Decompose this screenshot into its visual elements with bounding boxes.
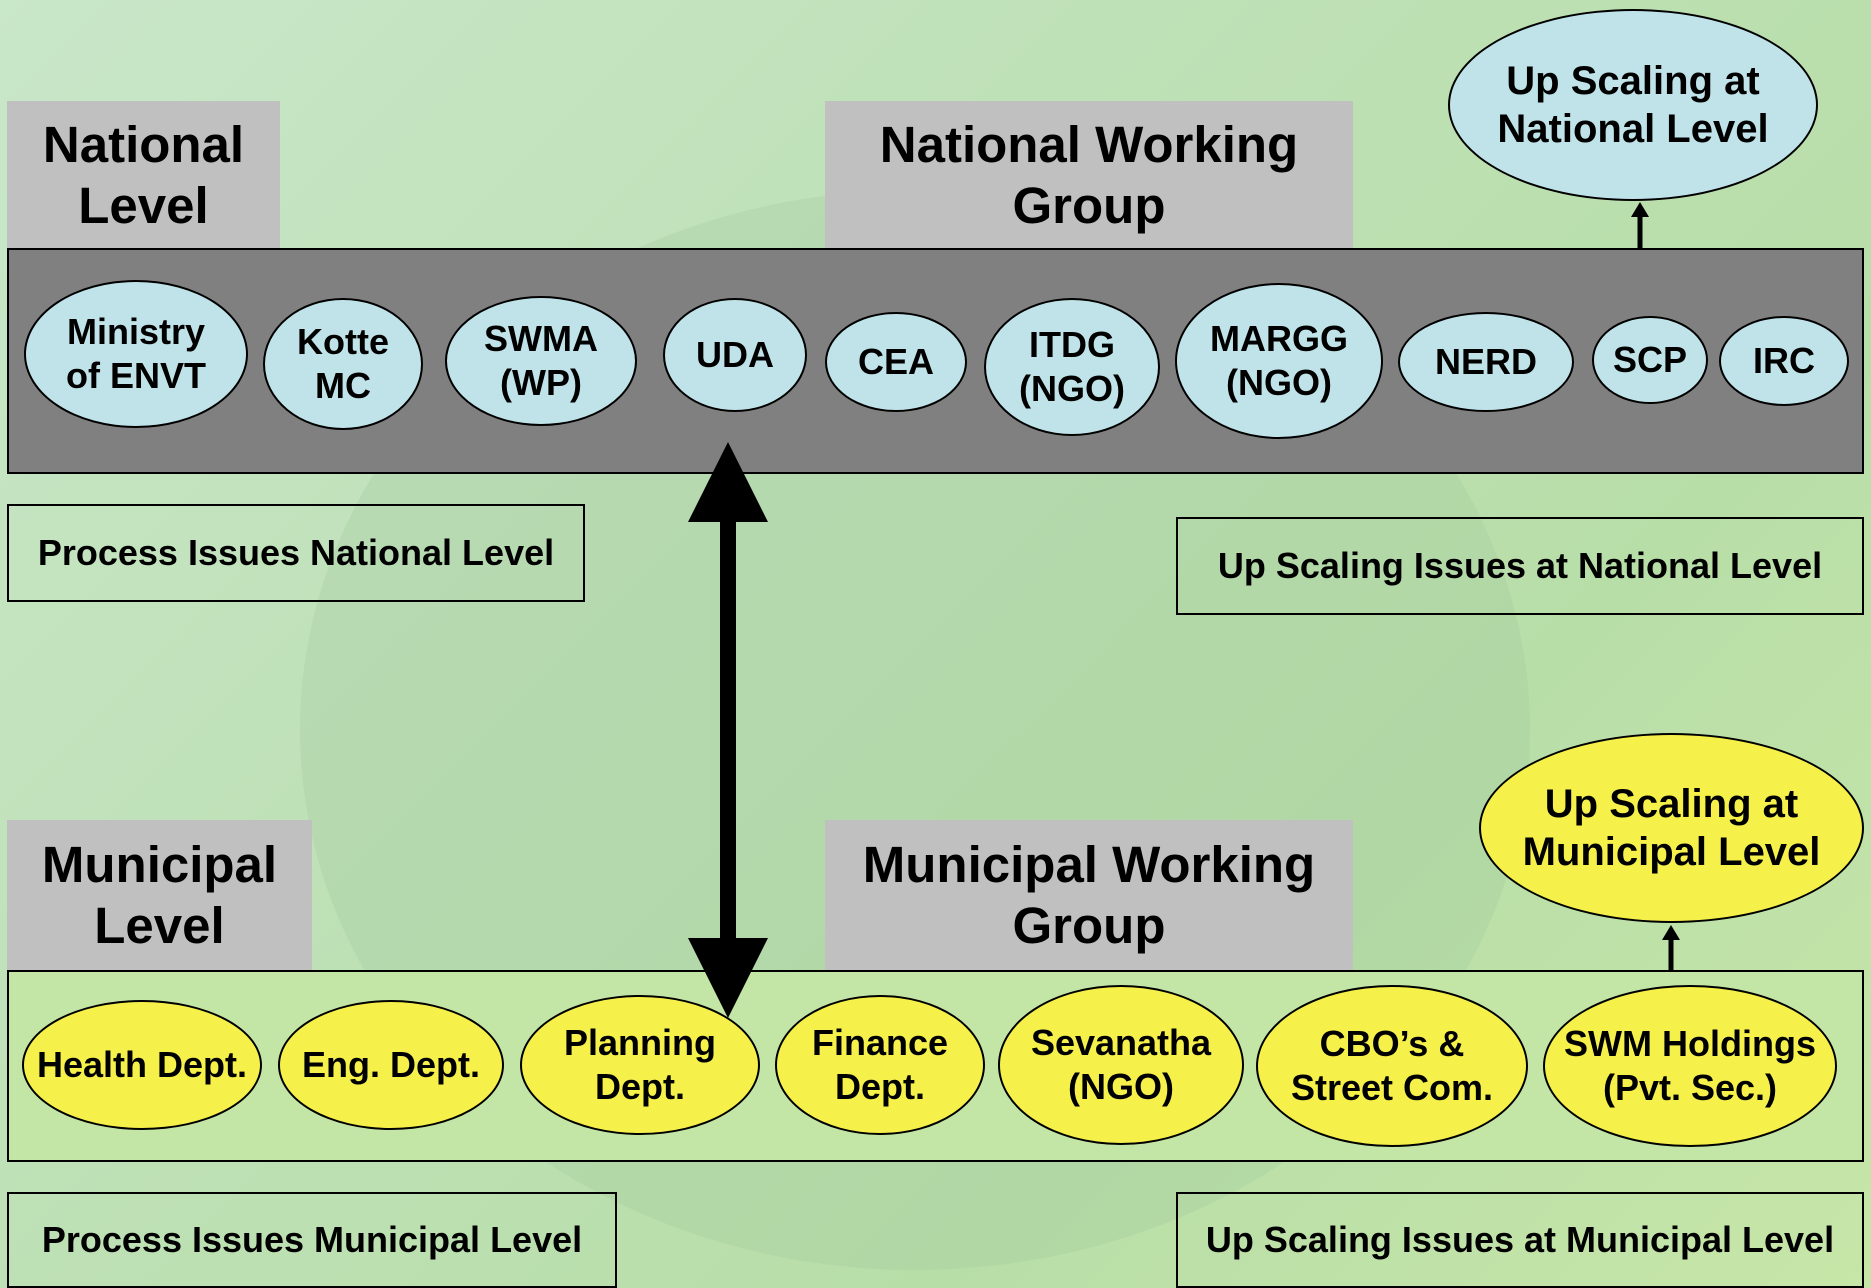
- double-headed-arrow-national-municipal: [688, 442, 768, 1018]
- process-issues-national-box: Process Issues National Level: [7, 504, 585, 602]
- national-level-label: National Level: [7, 101, 280, 248]
- process-issues-municipal-box: Process Issues Municipal Level: [7, 1192, 617, 1288]
- member-finance-dept: Finance Dept.: [775, 995, 985, 1135]
- member-cbos-street-com: CBO’s & Street Com.: [1256, 985, 1528, 1147]
- member-irc: IRC: [1719, 316, 1849, 406]
- member-kotte-mc: Kotte MC: [263, 298, 423, 430]
- member-swm-holdings: SWM Holdings (Pvt. Sec.): [1543, 985, 1837, 1147]
- upscaling-issues-national-box: Up Scaling Issues at National Level: [1176, 517, 1864, 615]
- member-ministry-of-envt: Ministry of ENVT: [24, 280, 248, 428]
- member-cea: CEA: [825, 312, 967, 412]
- municipal-level-label: Municipal Level: [7, 820, 312, 970]
- member-nerd: NERD: [1398, 312, 1574, 412]
- member-margg-ngo: MARGG (NGO): [1175, 283, 1383, 439]
- arrow-to-municipal-upscaling: [1662, 925, 1680, 970]
- upscaling-issues-municipal-box: Up Scaling Issues at Municipal Level: [1176, 1192, 1864, 1288]
- upscaling-national-level: Up Scaling at National Level: [1448, 9, 1818, 201]
- municipal-working-group-label: Municipal Working Group: [825, 820, 1353, 970]
- member-eng-dept: Eng. Dept.: [278, 1000, 504, 1130]
- member-swma-wp: SWMA (WP): [445, 296, 637, 426]
- member-planning-dept: Planning Dept.: [520, 995, 760, 1135]
- member-scp: SCP: [1592, 316, 1708, 404]
- member-uda: UDA: [663, 298, 807, 412]
- member-sevanatha-ngo: Sevanatha (NGO): [998, 985, 1244, 1145]
- member-itdg-ngo: ITDG (NGO): [984, 298, 1160, 436]
- national-working-group-label: National Working Group: [825, 101, 1353, 248]
- member-health-dept: Health Dept.: [22, 1000, 262, 1130]
- upscaling-municipal-level: Up Scaling at Municipal Level: [1479, 733, 1864, 923]
- arrow-to-national-upscaling: [1631, 202, 1649, 248]
